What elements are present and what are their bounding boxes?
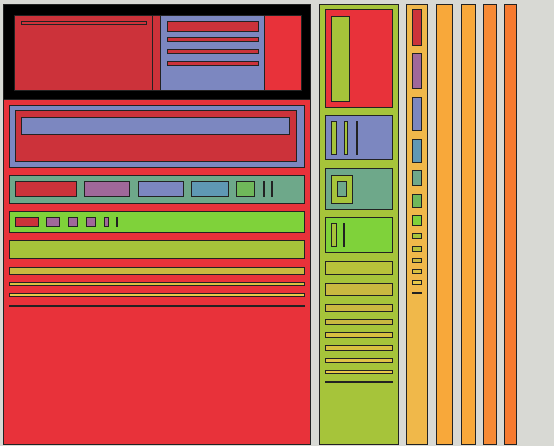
lime-row-item-4[interactable]	[86, 217, 96, 227]
middle-slate-tick	[356, 121, 358, 155]
lime-row-item-5[interactable]	[104, 217, 109, 227]
lime-row-tick	[116, 217, 118, 227]
middle-lime-tick	[343, 223, 345, 247]
middle-slate-bar-1	[331, 121, 337, 155]
teal-toolbar-item-2[interactable]	[84, 181, 130, 197]
swatch-olive[interactable]	[412, 246, 422, 252]
middle-bar-3	[325, 304, 393, 312]
mustard-bar-1	[9, 267, 305, 275]
swatch-divider	[412, 292, 422, 294]
middle-teal-frame-inner	[337, 181, 347, 197]
middle-bar-5	[325, 332, 393, 338]
teal-toolbar-item-4[interactable]	[191, 181, 229, 197]
main-divider	[9, 305, 305, 307]
swatch-red[interactable]	[412, 9, 422, 46]
mustard-bar-2	[9, 282, 305, 286]
stripe-4	[504, 4, 517, 445]
header-left-card-rule	[21, 21, 147, 25]
swatch-gold[interactable]	[412, 269, 422, 274]
teal-toolbar-item-3[interactable]	[138, 181, 184, 197]
middle-red-card-inner	[331, 16, 350, 102]
lime-row-item-3[interactable]	[68, 217, 78, 227]
middle-bar-2	[325, 283, 393, 296]
middle-lime-item	[331, 223, 337, 247]
stripe-3	[483, 4, 497, 445]
lime-row-item-1[interactable]	[15, 217, 39, 227]
mustard-bar-3	[9, 293, 305, 297]
swatch-yellow-green[interactable]	[412, 233, 422, 239]
middle-divider	[325, 381, 393, 383]
teal-toolbar-item-1[interactable]	[15, 181, 77, 197]
middle-bar-7	[325, 358, 393, 363]
stripe-2	[461, 4, 476, 445]
swatch-mustard[interactable]	[412, 258, 422, 263]
swatch-green[interactable]	[412, 194, 422, 208]
header-blue-bar-1	[167, 21, 259, 32]
section-frame-bar	[21, 117, 290, 135]
swatch-teal[interactable]	[412, 170, 422, 186]
header-blue-bar-4	[167, 61, 259, 66]
header-right-card	[264, 15, 302, 91]
middle-bar-4	[325, 319, 393, 325]
header-left-card	[14, 15, 154, 91]
middle-bar-1	[325, 261, 393, 275]
header-blue-bar-2	[167, 37, 259, 42]
teal-toolbar-tick-2	[271, 181, 273, 197]
swatch-steel[interactable]	[412, 139, 422, 163]
swatch-purple[interactable]	[412, 53, 422, 89]
swatch-yellow[interactable]	[412, 280, 422, 285]
lime-row-item-2[interactable]	[46, 217, 60, 227]
swatch-slate[interactable]	[412, 97, 422, 131]
teal-toolbar-tick-1	[263, 181, 265, 197]
teal-toolbar-item-5[interactable]	[236, 181, 255, 197]
swatch-lime[interactable]	[412, 215, 422, 226]
lime-row	[9, 211, 305, 233]
yellow-green-bar	[9, 240, 305, 259]
header-blue-bar-3	[167, 49, 259, 54]
middle-bar-6	[325, 345, 393, 351]
middle-bar-8	[325, 370, 393, 374]
stripe-1	[436, 4, 453, 445]
middle-slate-bar-2	[344, 121, 348, 155]
